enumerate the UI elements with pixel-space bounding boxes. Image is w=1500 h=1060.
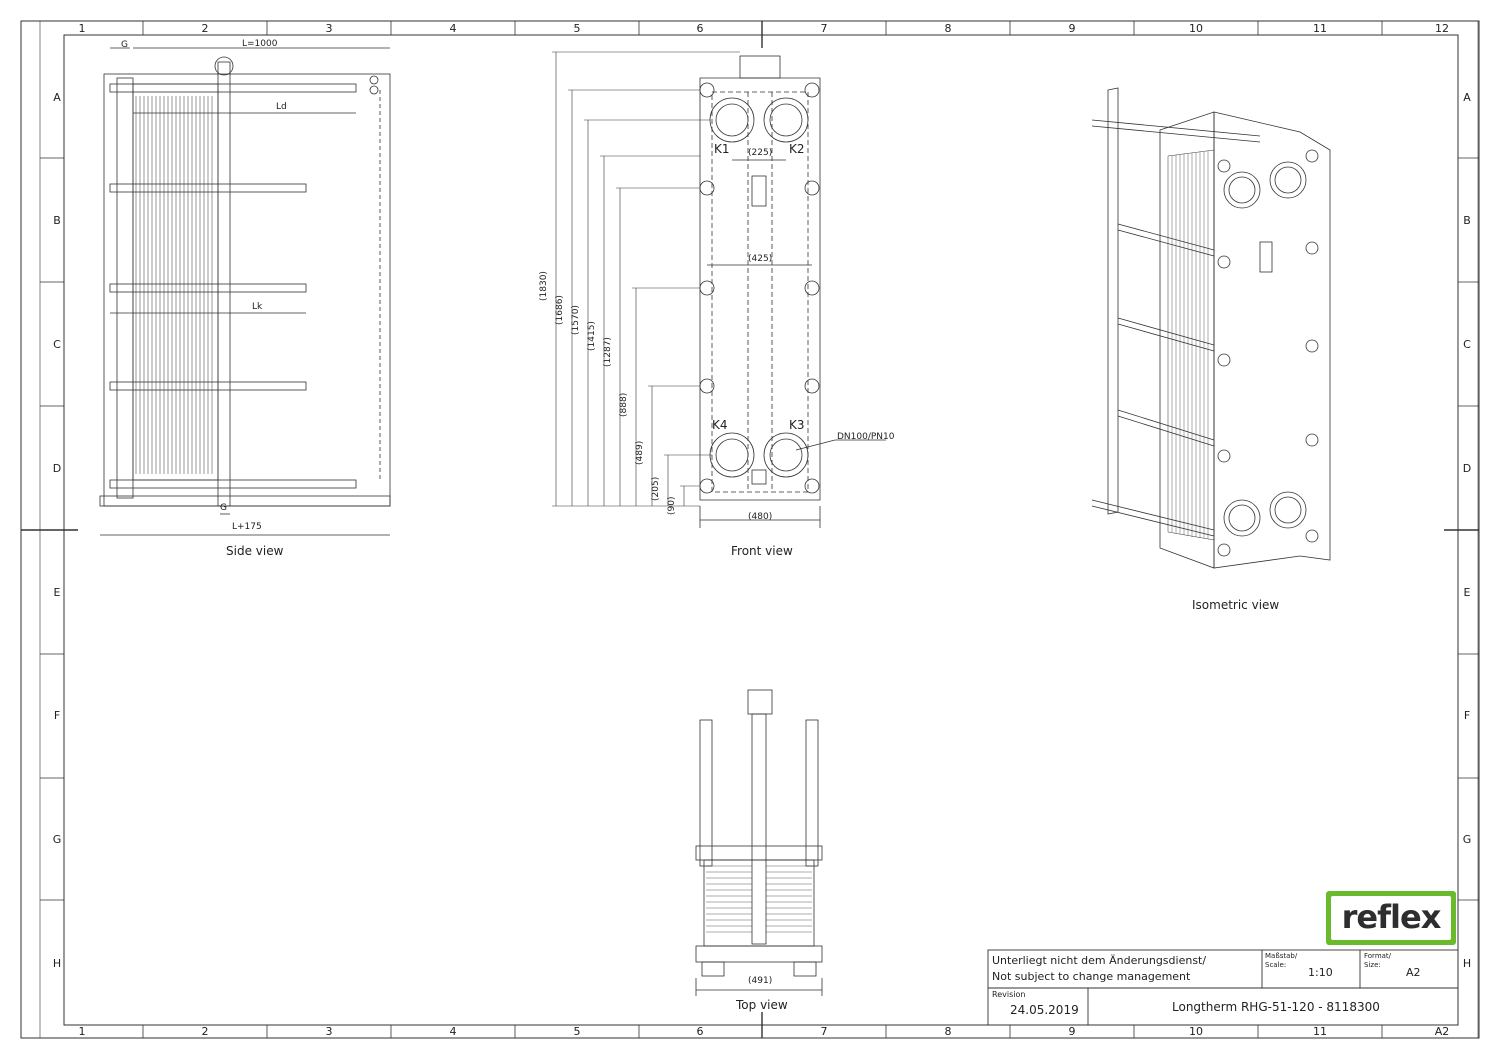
notice-de: Unterliegt nicht dem Änderungsdienst/ bbox=[992, 954, 1207, 967]
side-dim-ld: Ld bbox=[276, 102, 287, 112]
dim-height-888: (888) bbox=[619, 392, 629, 417]
grid-col-bottom-3: 3 bbox=[325, 1025, 333, 1038]
side-dim-g-top: G bbox=[121, 40, 128, 50]
side-view-title: Side view bbox=[226, 544, 284, 558]
grid-col-4: 4 bbox=[449, 22, 457, 35]
grid-col-bottom-5: 5 bbox=[573, 1025, 581, 1038]
grid-ticks bbox=[21, 21, 1479, 1038]
revision-date: 24.05.2019 bbox=[1010, 1003, 1079, 1017]
grid-row-c-left: C bbox=[53, 338, 61, 351]
grid-col-11: 11 bbox=[1313, 22, 1327, 35]
grid-col-6: 6 bbox=[696, 22, 704, 35]
side-dim-length: L=1000 bbox=[242, 39, 278, 49]
grid-col-8: 8 bbox=[944, 22, 952, 35]
format-label-de: Format/ bbox=[1364, 952, 1392, 960]
reflex-logo: reflex bbox=[1326, 891, 1456, 945]
grid-col-9: 9 bbox=[1068, 22, 1076, 35]
grid-row-c-right: C bbox=[1463, 338, 1471, 351]
connection-label: DN100/PN10 bbox=[837, 432, 895, 442]
dim-height-1686: (1686) bbox=[555, 295, 565, 325]
grid-row-a-right: A bbox=[1463, 91, 1471, 104]
dim-height-1287: (1287) bbox=[603, 337, 613, 367]
grid-col-1: 1 bbox=[78, 22, 86, 35]
grid-row-e-left: E bbox=[53, 586, 61, 599]
front-view-drawing bbox=[552, 51, 886, 528]
grid-col-5: 5 bbox=[573, 22, 581, 35]
grid-row-d-left: D bbox=[52, 462, 62, 475]
grid-row-b-right: B bbox=[1463, 214, 1471, 227]
grid-col-bottom-8: 8 bbox=[944, 1025, 952, 1038]
grid-col-bottom-10: 10 bbox=[1189, 1025, 1203, 1038]
grid-row-f-left: F bbox=[53, 709, 61, 722]
grid-row-d-right: D bbox=[1462, 462, 1472, 475]
port-k3-label: K3 bbox=[789, 418, 805, 432]
dim-port-spacing: (225) bbox=[748, 148, 773, 158]
front-view-title: Front view bbox=[731, 544, 793, 558]
grid-col-bottom-4: 4 bbox=[449, 1025, 457, 1038]
dim-height-1570: (1570) bbox=[571, 305, 581, 335]
dim-height-489: (489) bbox=[635, 440, 645, 465]
dim-top-width: (491) bbox=[748, 976, 773, 986]
grid-col-bottom-7: 7 bbox=[820, 1025, 828, 1038]
grid-col-bottom-11: 11 bbox=[1313, 1025, 1327, 1038]
grid-col-bottom-1: 1 bbox=[78, 1025, 86, 1038]
isometric-view-title: Isometric view bbox=[1192, 598, 1280, 612]
dim-front-width: (480) bbox=[748, 512, 773, 522]
grid-row-f-right: F bbox=[1463, 709, 1471, 722]
top-view-title: Top view bbox=[736, 998, 788, 1012]
revision-label: Revision bbox=[992, 990, 1026, 999]
grid-row-g-left: G bbox=[52, 833, 62, 846]
grid-row-b-left: B bbox=[53, 214, 61, 227]
isometric-view-drawing bbox=[1091, 87, 1331, 569]
grid-row-a-left: A bbox=[53, 91, 61, 104]
reflex-logo-text: reflex bbox=[1341, 898, 1442, 936]
grid-col-bottom-12: A2 bbox=[1434, 1025, 1450, 1038]
dim-bolt-spacing: (425) bbox=[748, 254, 773, 264]
port-k2-label: K2 bbox=[789, 142, 805, 156]
scale-label-en: Scale: bbox=[1265, 961, 1287, 969]
top-view-drawing bbox=[695, 689, 823, 996]
grid-row-g-right: G bbox=[1462, 833, 1472, 846]
notice-en: Not subject to change management bbox=[992, 970, 1191, 983]
grid-row-e-right: E bbox=[1463, 586, 1471, 599]
grid-col-bottom-6: 6 bbox=[696, 1025, 704, 1038]
side-dim-g-bottom: G bbox=[220, 503, 227, 513]
grid-col-7: 7 bbox=[820, 22, 828, 35]
dim-height-205: (205) bbox=[651, 476, 661, 501]
grid-col-bottom-2: 2 bbox=[201, 1025, 209, 1038]
grid-col-3: 3 bbox=[325, 22, 333, 35]
scale-label-de: Maßstab/ bbox=[1265, 952, 1298, 960]
scale-value: 1:10 bbox=[1308, 966, 1333, 979]
side-dim-total: L+175 bbox=[232, 522, 262, 532]
grid-col-2: 2 bbox=[201, 22, 209, 35]
grid-col-bottom-9: 9 bbox=[1068, 1025, 1076, 1038]
dim-height-1830: (1830) bbox=[539, 271, 549, 301]
dim-height-1415: (1415) bbox=[587, 321, 597, 351]
port-k1-label: K1 bbox=[714, 142, 730, 156]
side-view-drawing bbox=[99, 47, 391, 536]
drawing-title: Longtherm RHG-51-120 - 8118300 bbox=[1172, 1000, 1380, 1014]
grid-row-h-left: H bbox=[52, 957, 62, 970]
grid-col-12: 12 bbox=[1435, 22, 1449, 35]
dim-height-90: (90) bbox=[667, 496, 677, 515]
format-label-en: Size: bbox=[1364, 961, 1381, 969]
grid-row-h-right: H bbox=[1462, 957, 1472, 970]
reflex-logo-inner: reflex bbox=[1331, 896, 1451, 940]
grid-col-10: 10 bbox=[1189, 22, 1203, 35]
title-block-frame bbox=[987, 949, 1459, 1026]
side-dim-lk: Lk bbox=[252, 302, 263, 312]
port-k4-label: K4 bbox=[712, 418, 728, 432]
format-value: A2 bbox=[1406, 966, 1421, 979]
